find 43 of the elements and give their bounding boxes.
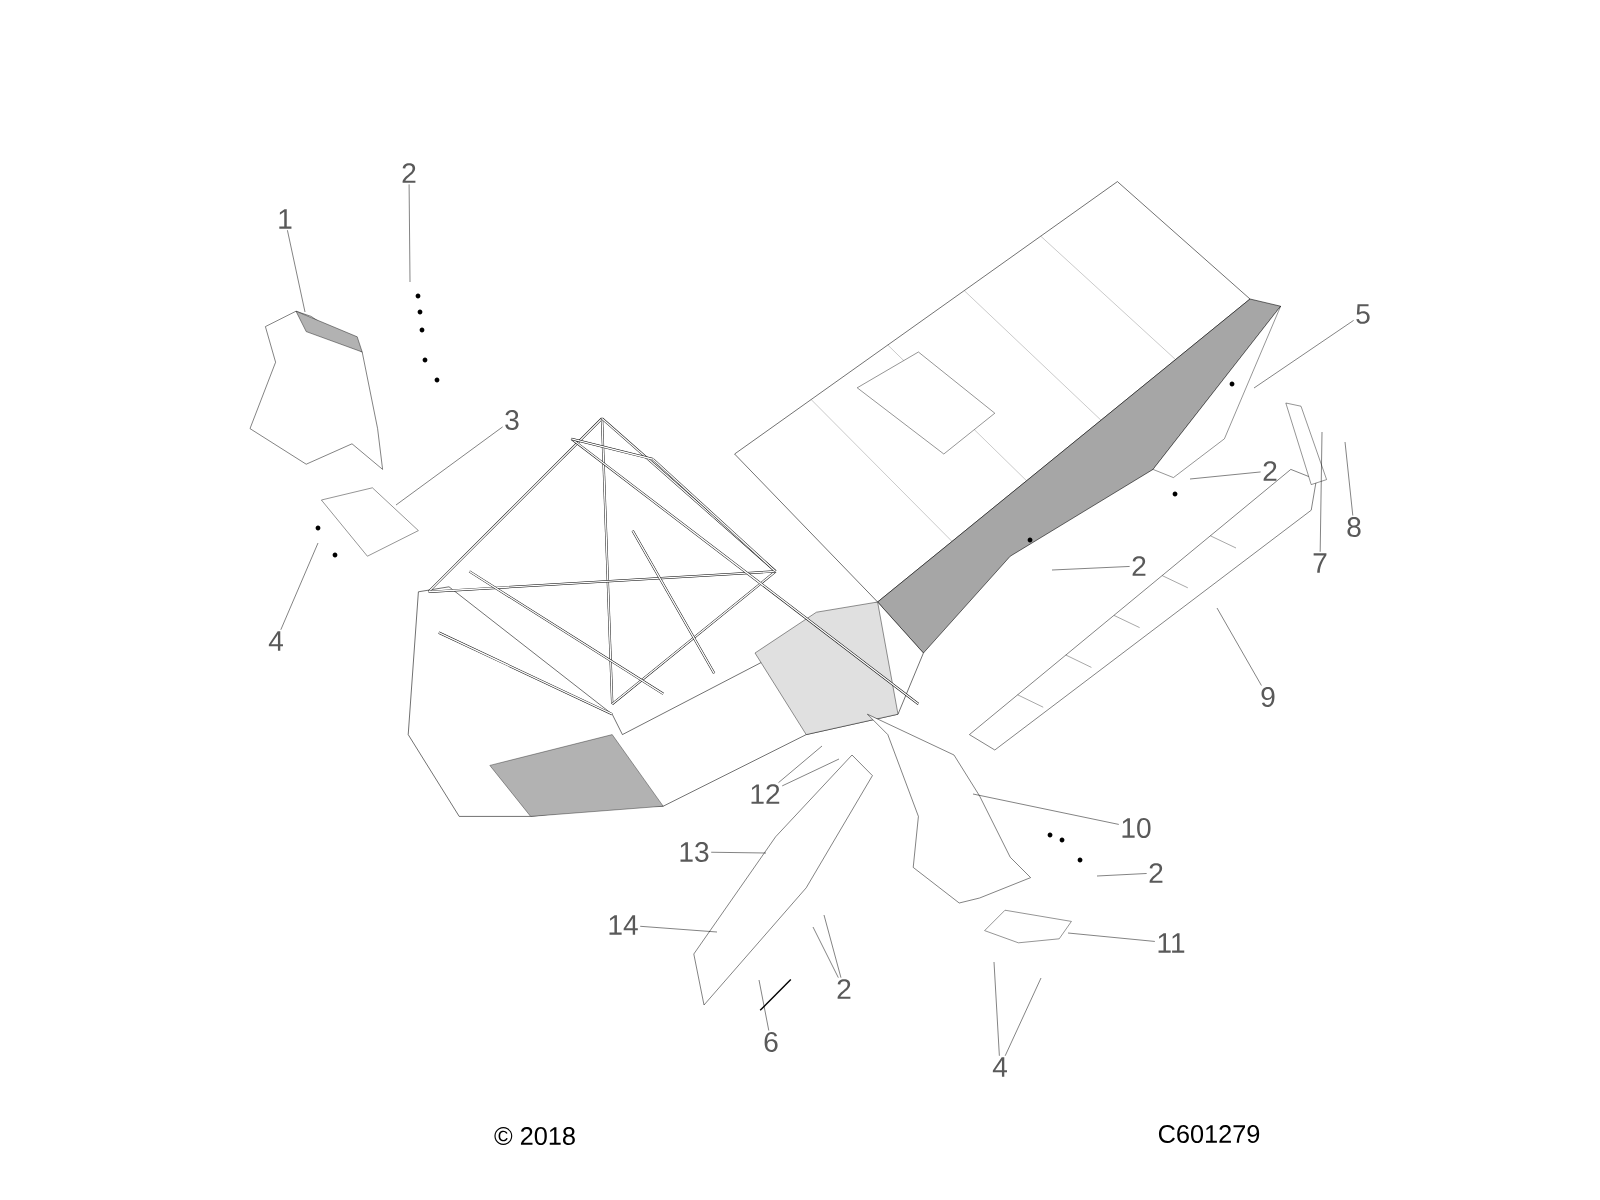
leader-line <box>1319 431 1323 553</box>
leader-line <box>993 961 1000 1057</box>
leader-line <box>778 745 823 783</box>
callout-number: 1 <box>279 209 292 229</box>
leader-line <box>408 184 411 283</box>
leader-line <box>710 852 767 854</box>
callout-number: 2 <box>1263 461 1277 481</box>
callout-number: 9 <box>1261 687 1275 707</box>
leader-line <box>823 914 842 978</box>
leader-line <box>1189 471 1261 480</box>
callout-number: 4 <box>992 1057 1007 1077</box>
callout-number: 2 <box>1132 556 1146 576</box>
leader-line <box>758 979 770 1031</box>
leader-line <box>280 542 319 631</box>
footer-text: © 2018 <box>494 1127 575 1145</box>
callout-number: 2 <box>402 163 416 183</box>
leader-line <box>639 926 718 933</box>
callout-number: 6 <box>764 1032 778 1052</box>
callout-number: 8 <box>1347 517 1361 537</box>
leader-line <box>1216 607 1262 686</box>
leader-line <box>812 926 839 978</box>
leader-line <box>1067 932 1156 942</box>
callout-number: 2 <box>837 979 851 999</box>
callout-number: 11 <box>1158 933 1185 953</box>
callout-number: 2 <box>1149 863 1163 883</box>
callout-number: 4 <box>268 631 283 651</box>
callout-number: 10 <box>1122 818 1151 838</box>
callout-number: 14 <box>609 915 638 935</box>
leader-line <box>1344 441 1354 516</box>
callout-number: 5 <box>1356 304 1370 324</box>
callout-number: 7 <box>1313 553 1327 573</box>
leader-line <box>972 793 1120 825</box>
leader-line <box>1253 320 1354 389</box>
leader-line <box>1051 566 1130 571</box>
callout-number: 12 <box>751 784 780 804</box>
leader-line <box>287 229 306 313</box>
callout-number: 13 <box>680 842 709 862</box>
footer-text: C601279 <box>1158 1125 1260 1143</box>
leader-line <box>781 758 840 787</box>
callout-number: 3 <box>505 410 519 430</box>
leader-line <box>1004 977 1042 1057</box>
leader-line <box>1096 873 1147 877</box>
leader-line <box>395 426 503 506</box>
